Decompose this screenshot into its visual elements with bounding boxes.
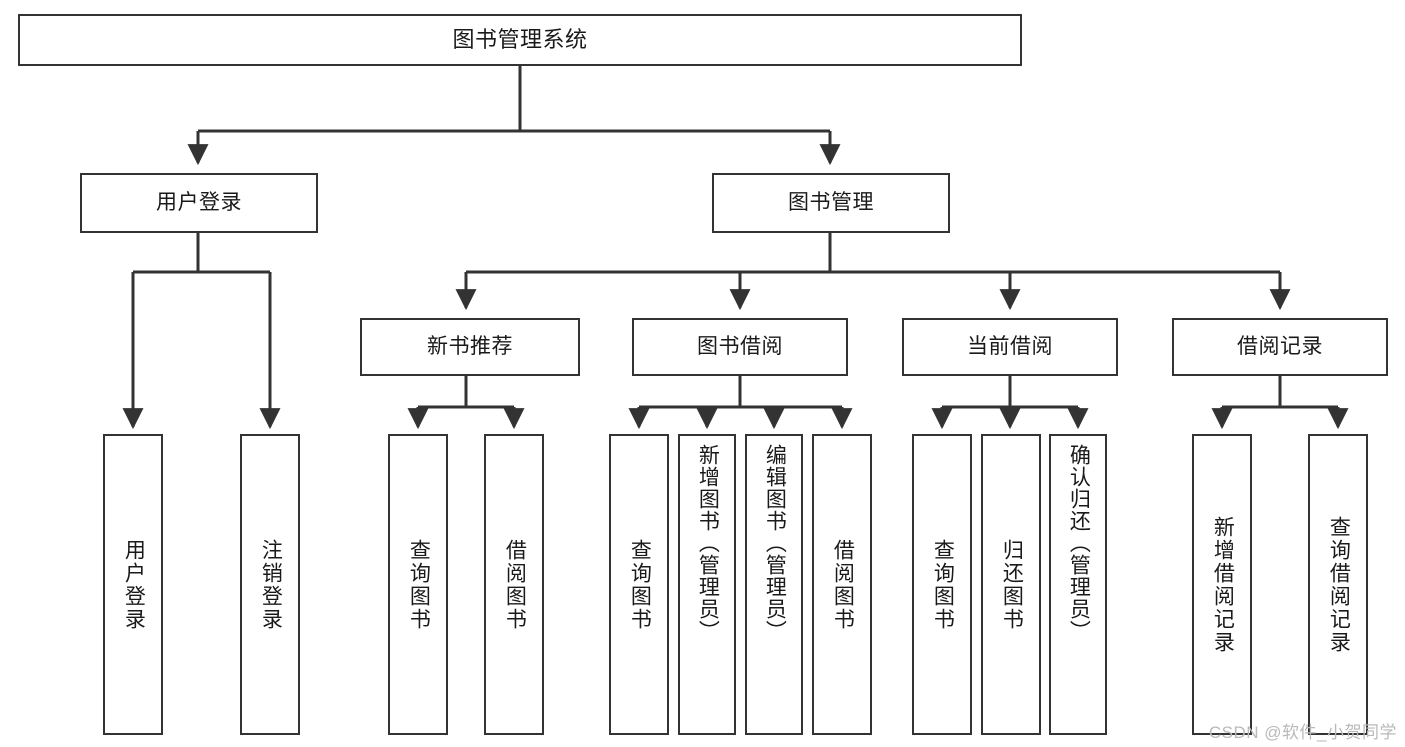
- node-leaf-add-record[interactable]: 新增借阅记录: [1192, 434, 1252, 735]
- node-root-system[interactable]: 图书管理系统: [18, 14, 1022, 66]
- node-book-borrow-label: 图书借阅: [697, 335, 783, 359]
- node-leaf-query-book-3-label: 查询图书: [931, 538, 955, 631]
- node-leaf-edit-book[interactable]: 编辑图书（管理员）: [745, 434, 803, 735]
- node-root-system-label: 图书管理系统: [452, 26, 588, 52]
- node-current-borrow[interactable]: 当前借阅: [902, 318, 1118, 376]
- node-leaf-add-record-label: 新增借阅记录: [1211, 515, 1235, 654]
- node-book-borrow[interactable]: 图书借阅: [632, 318, 848, 376]
- node-leaf-query-book-2[interactable]: 查询图书: [609, 434, 669, 735]
- node-user-login[interactable]: 用户登录: [80, 173, 318, 233]
- node-leaf-logout-login-label: 注销登录: [259, 538, 283, 631]
- node-leaf-logout-login[interactable]: 注销登录: [240, 434, 300, 735]
- node-borrow-record[interactable]: 借阅记录: [1172, 318, 1388, 376]
- node-leaf-confirm-return-label: 确认归还（管理员）: [1067, 444, 1091, 642]
- node-leaf-query-book-2-label: 查询图书: [628, 538, 652, 631]
- node-leaf-add-book[interactable]: 新增图书（管理员）: [678, 434, 736, 735]
- node-leaf-borrow-book-1[interactable]: 借阅图书: [484, 434, 544, 735]
- node-new-book-recommend[interactable]: 新书推荐: [360, 318, 580, 376]
- node-leaf-borrow-book-2[interactable]: 借阅图书: [812, 434, 872, 735]
- node-leaf-query-book-3[interactable]: 查询图书: [912, 434, 972, 735]
- node-new-book-recommend-label: 新书推荐: [427, 335, 513, 359]
- node-leaf-borrow-book-1-label: 借阅图书: [503, 538, 527, 631]
- node-current-borrow-label: 当前借阅: [967, 335, 1053, 359]
- node-leaf-user-login[interactable]: 用户登录: [103, 434, 163, 735]
- node-leaf-return-book[interactable]: 归还图书: [981, 434, 1041, 735]
- node-leaf-return-book-label: 归还图书: [1000, 538, 1024, 631]
- node-book-manage[interactable]: 图书管理: [712, 173, 950, 233]
- node-leaf-query-record-label: 查询借阅记录: [1327, 515, 1351, 654]
- node-leaf-add-book-label: 新增图书（管理员）: [696, 444, 720, 642]
- node-leaf-query-record[interactable]: 查询借阅记录: [1308, 434, 1368, 735]
- node-leaf-confirm-return[interactable]: 确认归还（管理员）: [1049, 434, 1107, 735]
- node-book-manage-label: 图书管理: [788, 191, 874, 215]
- node-leaf-borrow-book-2-label: 借阅图书: [831, 538, 855, 631]
- node-leaf-query-book-1[interactable]: 查询图书: [388, 434, 448, 735]
- node-user-login-label: 用户登录: [156, 191, 242, 215]
- node-leaf-query-book-1-label: 查询图书: [407, 538, 431, 631]
- watermark-text: CSDN @软件_小贺同学: [1208, 723, 1397, 742]
- node-leaf-edit-book-label: 编辑图书（管理员）: [763, 444, 787, 642]
- node-borrow-record-label: 借阅记录: [1237, 335, 1323, 359]
- node-leaf-user-login-label: 用户登录: [122, 538, 146, 631]
